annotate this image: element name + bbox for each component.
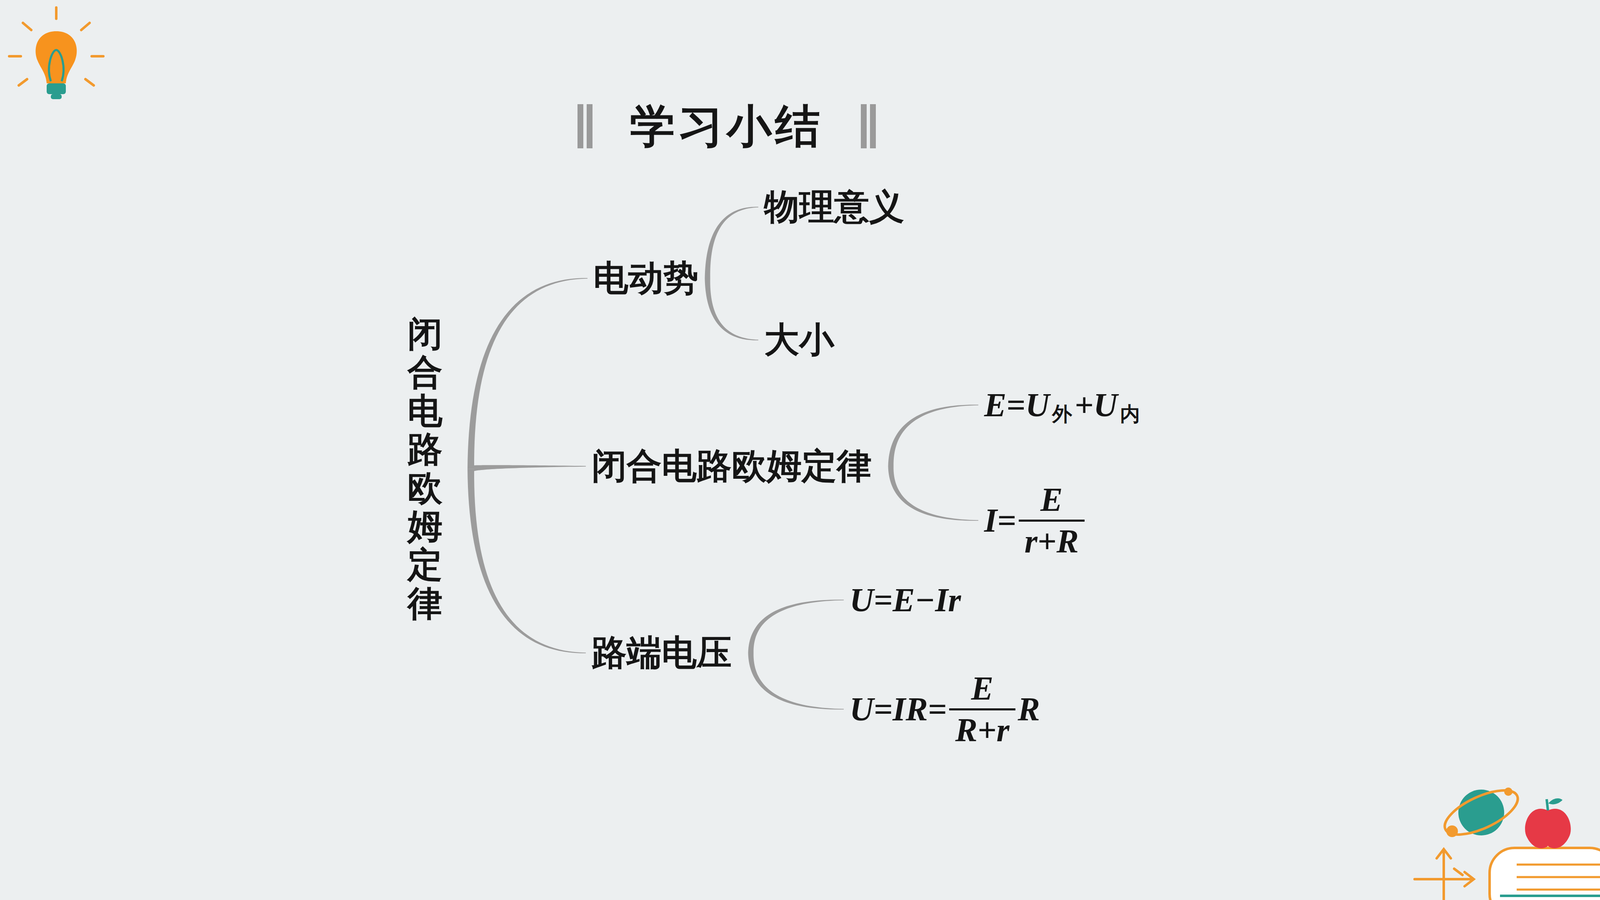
node-text: U=IR= <box>849 690 947 729</box>
root-topic: 闭合电路欧姆定律 <box>405 313 445 625</box>
bracket-connector <box>705 278 759 341</box>
bracket-connector <box>888 466 979 521</box>
bracket-connector <box>705 206 759 279</box>
node-text: E=U <box>984 386 1050 425</box>
node-text: R <box>1017 690 1040 729</box>
topic-node: 大小 <box>761 314 837 366</box>
formula-node: E=U外+U内 <box>981 384 1145 426</box>
formula-node: I=Er+R <box>981 479 1090 563</box>
topic-node: 物理意义 <box>761 181 907 233</box>
node-text: 物理意义 <box>764 187 905 227</box>
node-text: 闭合电路欧姆定律 <box>407 315 443 623</box>
bracket-connector <box>467 465 586 472</box>
bracket-connector <box>888 404 979 467</box>
topic-node: 闭合电路欧姆定律 <box>589 440 875 492</box>
slide-title: 学习小结 <box>630 96 824 158</box>
formula-node: U=IR=ER+rR <box>847 667 1043 751</box>
node-text: R+r <box>949 708 1015 750</box>
lightbulb-icon <box>9 7 104 100</box>
node-text: r+R <box>1018 519 1085 561</box>
node-text: E <box>1034 480 1069 520</box>
bracket-connector <box>748 652 845 710</box>
subscript: 内 <box>1120 400 1140 428</box>
topic-node: 路端电压 <box>589 627 735 679</box>
fraction: Er+R <box>1018 480 1085 561</box>
node-text: E <box>965 669 1000 709</box>
node-text: +U <box>1074 386 1118 425</box>
node-text: U=E−Ir <box>849 581 961 620</box>
node-text: I= <box>984 501 1017 540</box>
corner-illustration <box>1414 781 1600 900</box>
bracket-connector <box>748 599 845 653</box>
node-text: 大小 <box>764 320 835 360</box>
node-text: 路端电压 <box>591 633 732 673</box>
topic-node: 电动势 <box>590 252 701 304</box>
node-text: 电动势 <box>593 258 699 298</box>
formula-node: U=E−Ir <box>847 579 964 621</box>
subscript: 外 <box>1052 400 1073 428</box>
fraction: ER+r <box>949 669 1015 750</box>
node-text: 闭合电路欧姆定律 <box>591 446 872 486</box>
bracket-connector <box>467 277 588 469</box>
bracket-connector <box>467 469 586 654</box>
